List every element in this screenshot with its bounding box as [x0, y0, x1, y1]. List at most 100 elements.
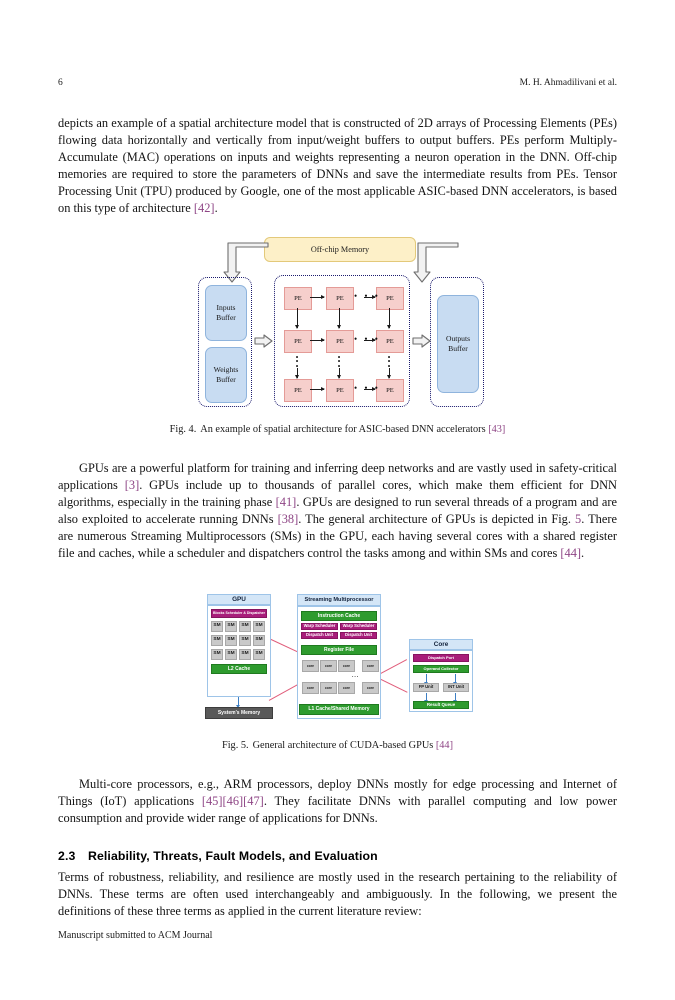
figure-5-caption-text: General architecture of CUDA-based GPUs: [252, 740, 436, 751]
core-cell: core: [302, 682, 319, 694]
citation-42[interactable]: [42]: [193, 201, 215, 216]
gpu-title-label: GPU: [232, 596, 246, 603]
dispatch-port-block: Dispatch Port: [413, 654, 469, 662]
sm-label: SM: [255, 637, 263, 643]
pe-v-arrow: [386, 368, 391, 379]
core-panel-title: Core: [409, 639, 473, 650]
int-unit-block: INT Unit: [443, 683, 469, 692]
weights-buffer-label-2: Buffer: [216, 375, 236, 384]
pe-label: PE: [386, 338, 394, 345]
paragraph-2-seg-e: . There are numerous Streaming Multiproc…: [58, 512, 617, 561]
result-queue-block: Result Queue: [413, 701, 469, 709]
paragraph-4: Terms of robustness, reliability, and re…: [58, 870, 617, 919]
pe-label: PE: [294, 295, 302, 302]
inputs-to-pe-arrow: [254, 334, 273, 348]
operand-to-int-arrow: [452, 674, 459, 685]
system-memory-block: System's Memory: [205, 707, 273, 719]
citation-44-fig5[interactable]: [44]: [435, 740, 454, 751]
sm-title-label: Streaming Multiprocessor: [304, 597, 374, 603]
core-cell-label: core: [366, 664, 375, 668]
sm-cell: SM: [225, 621, 237, 632]
paragraph-3-block: Multi-core processors, e.g., ARM process…: [58, 776, 617, 827]
sm-label: SM: [241, 651, 249, 657]
l1-cache-label: L1 Cache/Shared Memory: [308, 706, 370, 712]
warp-scheduler-label: Warp Scheduler: [303, 623, 336, 629]
paragraph-1-tail: .: [214, 201, 218, 216]
paragraph-3-seg-b: . They facilitate DNNs with parallel com…: [58, 794, 617, 826]
pe-cell: PE: [326, 330, 354, 353]
outputs-to-memory-arrow: [413, 242, 459, 283]
core-cell: core: [338, 682, 355, 694]
citation-45[interactable]: [45]: [201, 794, 223, 809]
int-unit-label: INT Unit: [447, 684, 465, 690]
fp-unit-label: FP Unit: [418, 684, 434, 690]
core-cell-label: core: [306, 664, 315, 668]
page-number: 6: [58, 78, 63, 88]
dispatch-unit-label: Dispatch Unit: [345, 632, 372, 638]
off-chip-memory-block: Off-chip Memory: [264, 237, 416, 262]
core-cell: core: [302, 660, 319, 672]
sm-label: SM: [241, 637, 249, 643]
paragraph-1-text: depicts an example of a spatial architec…: [58, 116, 617, 216]
core-cell-label: core: [366, 686, 375, 690]
sm-label: SM: [213, 637, 221, 643]
figure-4-caption-label: Fig. 4.: [169, 424, 197, 435]
blocks-scheduler-label: Blocks Scheduler & Dispatcher: [213, 610, 265, 615]
pe-cell: PE: [326, 379, 354, 402]
paragraph-2-seg-d: . The general architecture of GPUs is de…: [298, 512, 575, 527]
citation-38[interactable]: [38]: [277, 512, 299, 527]
pe-label: PE: [386, 387, 394, 394]
off-chip-memory-label: Off-chip Memory: [310, 245, 370, 254]
dispatch-port-label: Dispatch Port: [427, 655, 454, 660]
pe-v-arrow: [336, 308, 341, 329]
sm-cell: SM: [253, 621, 265, 632]
weights-buffer-block: Weights Buffer: [205, 347, 247, 403]
l2-cache-block: L2 Cache: [211, 664, 267, 674]
instruction-cache-block: Instruction Cache: [301, 611, 377, 621]
sm-label: SM: [227, 651, 235, 657]
outputs-buffer-label-1: Outputs: [445, 334, 471, 344]
warp-scheduler-block: Warp Scheduler: [301, 623, 338, 630]
system-memory-label: System's Memory: [217, 709, 261, 716]
citation-47[interactable]: [47]: [243, 794, 264, 809]
fp-unit-block: FP Unit: [413, 683, 439, 692]
citation-41[interactable]: [41]: [275, 495, 297, 510]
pe-cell: PE: [376, 379, 404, 402]
dispatch-unit-block: Dispatch Unit: [301, 632, 338, 639]
dispatch-unit-block: Dispatch Unit: [340, 632, 377, 639]
pe-label: PE: [294, 338, 302, 345]
core-cell: core: [338, 660, 355, 672]
paragraph-2-seg-f: .: [581, 546, 585, 561]
pe-label: PE: [386, 295, 394, 302]
sm-panel-title: Streaming Multiprocessor: [297, 594, 381, 606]
pe-v-arrow: [294, 308, 299, 329]
pe-row-ellipsis: • • •: [354, 383, 381, 393]
warp-scheduler-block: Warp Scheduler: [340, 623, 377, 630]
pe-cell: PE: [284, 287, 312, 310]
sm-label: SM: [227, 623, 235, 629]
sm-cell: SM: [225, 649, 237, 660]
pe-cell: PE: [284, 379, 312, 402]
core-cell: core: [362, 660, 379, 672]
sm-label: SM: [241, 623, 249, 629]
pe-h-arrow: [364, 294, 376, 299]
sm-cell: SM: [239, 635, 251, 646]
pe-v-arrow: [336, 368, 341, 379]
citation-43[interactable]: [43]: [488, 424, 506, 435]
core-ellipsis-label: ...: [352, 673, 360, 679]
sm-cell: SM: [239, 649, 251, 660]
sm-cell: SM: [225, 635, 237, 646]
citation-3[interactable]: [3]: [124, 478, 140, 493]
figure-5-caption-label: Fig. 5.: [221, 740, 249, 751]
citation-44[interactable]: [44]: [560, 546, 582, 561]
sm-label: SM: [227, 637, 235, 643]
paragraph-4-block: Terms of robustness, reliability, and re…: [58, 869, 617, 920]
figure-5-crossref[interactable]: 5: [574, 512, 582, 527]
pe-label: PE: [336, 387, 344, 394]
figure-5-caption: Fig. 5.General architecture of CUDA-base…: [58, 740, 617, 751]
citation-46[interactable]: [46]: [222, 794, 244, 809]
pe-col-ellipsis: •••: [295, 353, 299, 371]
core-grid-ellipsis: ...: [352, 673, 359, 679]
paragraph-1: depicts an example of a spatial architec…: [58, 115, 617, 218]
